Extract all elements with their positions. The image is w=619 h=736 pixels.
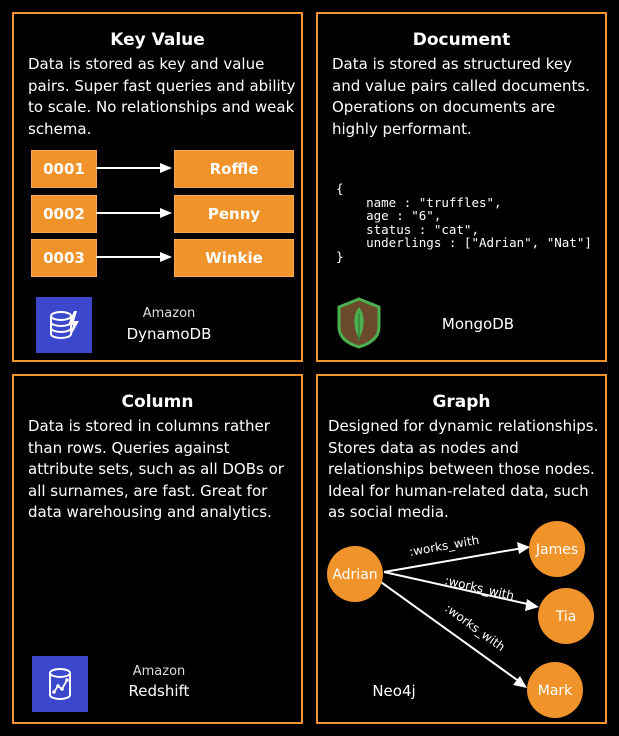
- kv-arrow-2: [96, 208, 172, 218]
- column-panel: Column Data is stored in columns rather …: [12, 374, 303, 724]
- mongodb-leaf-icon: [334, 297, 384, 349]
- node-adrian: Adrian: [327, 546, 383, 602]
- graph-panel: Graph Designed for dynamic relationships…: [316, 374, 607, 724]
- dynamodb-sublabel: Amazon: [142, 306, 196, 321]
- kv-key-2: 0002: [31, 195, 97, 233]
- kv-arrow-3: [96, 252, 172, 262]
- edge-adrian-tia: [383, 571, 539, 611]
- redshift-label: Redshift: [128, 682, 190, 700]
- edge-label-james: :works_with: [408, 533, 480, 559]
- key-value-description: Data is stored as key and value pairs. S…: [28, 55, 296, 138]
- edge-adrian-mark: [377, 579, 527, 688]
- neo4j-label: Neo4j: [372, 682, 415, 700]
- document-title: Document: [412, 30, 511, 50]
- node-tia: Tia: [538, 588, 594, 644]
- redshift-sublabel: Amazon: [132, 664, 186, 679]
- kv-value-2: Penny: [174, 195, 294, 233]
- node-james-label: James: [535, 542, 578, 558]
- node-james: James: [529, 521, 585, 577]
- node-mark-label: Mark: [538, 683, 573, 699]
- document-code-sample: { name : "truffles", age : "6", status :…: [336, 181, 592, 264]
- node-tia-label: Tia: [555, 609, 577, 625]
- edge-label-tia: :works_with: [443, 573, 515, 603]
- column-title: Column: [121, 392, 194, 412]
- document-description: Data is stored as structured key and val…: [332, 55, 590, 138]
- document-panel: Document Data is stored as structured ke…: [316, 12, 607, 362]
- kv-key-1: 0001: [31, 150, 97, 188]
- column-description: Data is stored in columns rather than ro…: [28, 417, 284, 521]
- redshift-icon: [32, 656, 88, 712]
- node-adrian-label: Adrian: [332, 567, 377, 583]
- edge-adrian-james: [383, 542, 530, 573]
- key-value-title: Key Value: [110, 30, 205, 50]
- key-value-panel: Key Value Data is stored as key and valu…: [12, 12, 303, 362]
- kv-key-3: 0003: [31, 239, 97, 277]
- graph-title: Graph: [432, 392, 491, 412]
- kv-value-3: Winkie: [174, 239, 294, 277]
- edge-label-mark: :works_with: [442, 601, 508, 654]
- dynamodb-label: DynamoDB: [126, 325, 212, 343]
- kv-arrow-1: [96, 163, 172, 173]
- node-mark: Mark: [527, 662, 583, 718]
- graph-diagram: :works_with :works_with :works_with Adri…: [327, 521, 594, 718]
- dynamodb-icon: [36, 297, 92, 353]
- graph-description: Designed for dynamic relationships. Stor…: [328, 417, 599, 521]
- mongodb-label: MongoDB: [441, 315, 515, 333]
- kv-value-1: Roffle: [174, 150, 294, 188]
